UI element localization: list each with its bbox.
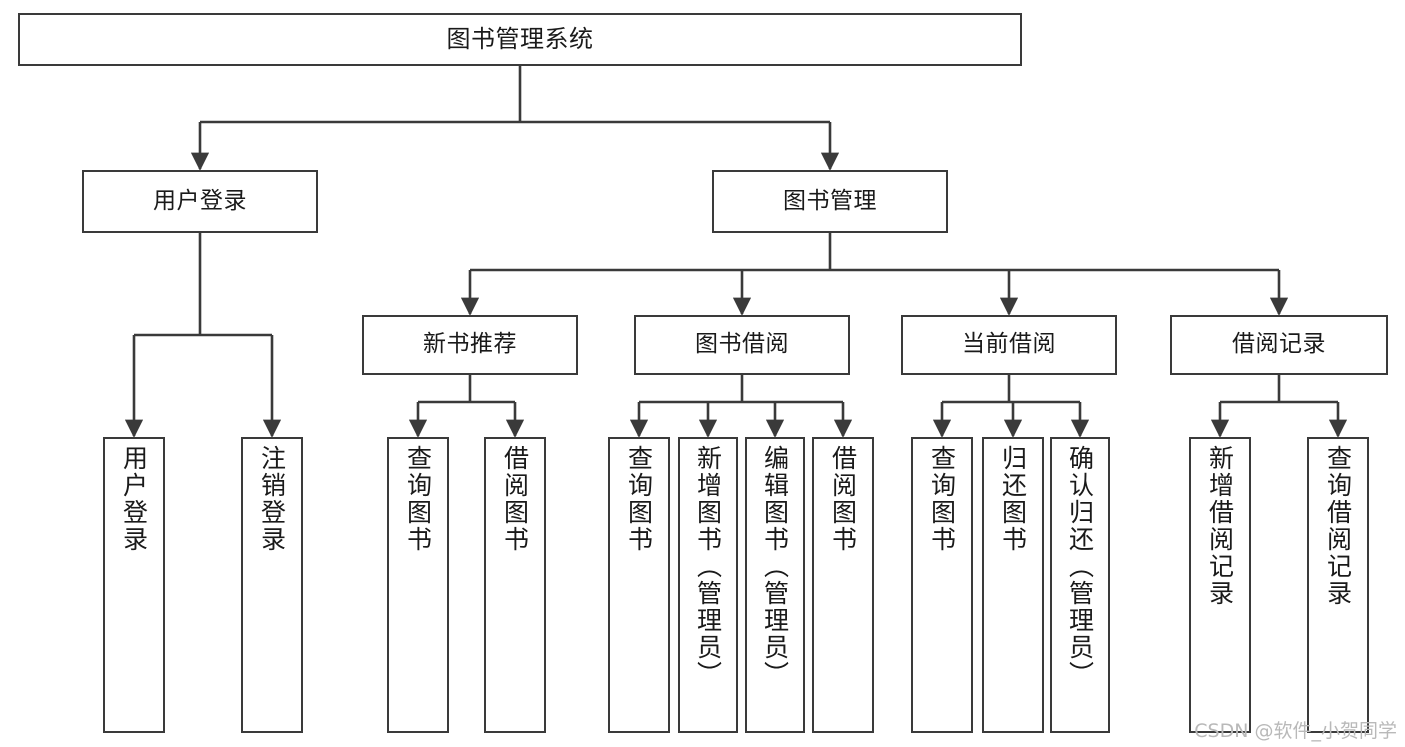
node-leaf-query-book-1-label: 查询图书 [403,445,433,553]
node-current-borrow[interactable]: 当前借阅 [901,315,1117,375]
node-leaf-user-login[interactable]: 用户登录 [103,437,165,733]
node-new-book-recommend[interactable]: 新书推荐 [362,315,578,375]
node-book-borrow[interactable]: 图书借阅 [634,315,850,375]
node-leaf-query-book-2-label: 查询图书 [624,445,654,553]
node-book-manage-label: 图书管理 [783,187,877,214]
node-leaf-edit-book[interactable]: 编辑图书（管理员） [745,437,805,733]
node-root-label: 图书管理系统 [446,25,594,54]
node-leaf-borrow-book-2-label: 借阅图书 [828,445,858,553]
node-leaf-return-book[interactable]: 归还图书 [982,437,1044,733]
node-book-borrow-label: 图书借阅 [695,331,789,358]
connector-bus-book-manage [470,233,1279,272]
node-leaf-user-login-label: 用户登录 [119,445,149,553]
node-leaf-query-book-3[interactable]: 查询图书 [911,437,973,733]
connector-bus-book-borrow [639,375,843,404]
node-leaf-borrow-book-1-label: 借阅图书 [500,445,530,553]
connector-bus-borrow-record [1220,375,1338,404]
node-book-manage[interactable]: 图书管理 [712,170,948,233]
node-leaf-borrow-book-2[interactable]: 借阅图书 [812,437,874,733]
node-leaf-add-record[interactable]: 新增借阅记录 [1189,437,1251,733]
node-leaf-query-book-2[interactable]: 查询图书 [608,437,670,733]
node-leaf-add-record-label: 新增借阅记录 [1205,445,1235,607]
connector-bus-current-borrow [942,375,1080,404]
csdn-watermark: CSDN @软件_小贺同学 [1194,720,1397,742]
node-borrow-record-label: 借阅记录 [1232,331,1326,358]
node-leaf-add-book-label: 新增图书（管理员） [693,445,723,688]
node-leaf-query-record[interactable]: 查询借阅记录 [1307,437,1369,733]
node-leaf-confirm-return-label: 确认归还（管理员） [1065,445,1095,688]
connector-bus-new-book-recommend [418,375,515,404]
node-leaf-logout[interactable]: 注销登录 [241,437,303,733]
node-leaf-borrow-book-1[interactable]: 借阅图书 [484,437,546,733]
node-leaf-query-book-3-label: 查询图书 [927,445,957,553]
node-new-book-recommend-label: 新书推荐 [423,331,517,358]
node-borrow-record[interactable]: 借阅记录 [1170,315,1388,375]
node-user-login-label: 用户登录 [153,187,247,214]
connector-bus-user-login [134,233,272,337]
node-leaf-return-book-label: 归还图书 [998,445,1028,553]
node-leaf-logout-label: 注销登录 [257,445,287,553]
node-root[interactable]: 图书管理系统 [18,13,1022,66]
node-user-login[interactable]: 用户登录 [82,170,318,233]
node-leaf-add-book[interactable]: 新增图书（管理员） [678,437,738,733]
connector-bus-root [200,66,830,124]
node-leaf-edit-book-label: 编辑图书（管理员） [760,445,790,688]
node-leaf-confirm-return[interactable]: 确认归还（管理员） [1050,437,1110,733]
node-current-borrow-label: 当前借阅 [962,331,1056,358]
node-leaf-query-record-label: 查询借阅记录 [1323,445,1353,607]
node-leaf-query-book-1[interactable]: 查询图书 [387,437,449,733]
